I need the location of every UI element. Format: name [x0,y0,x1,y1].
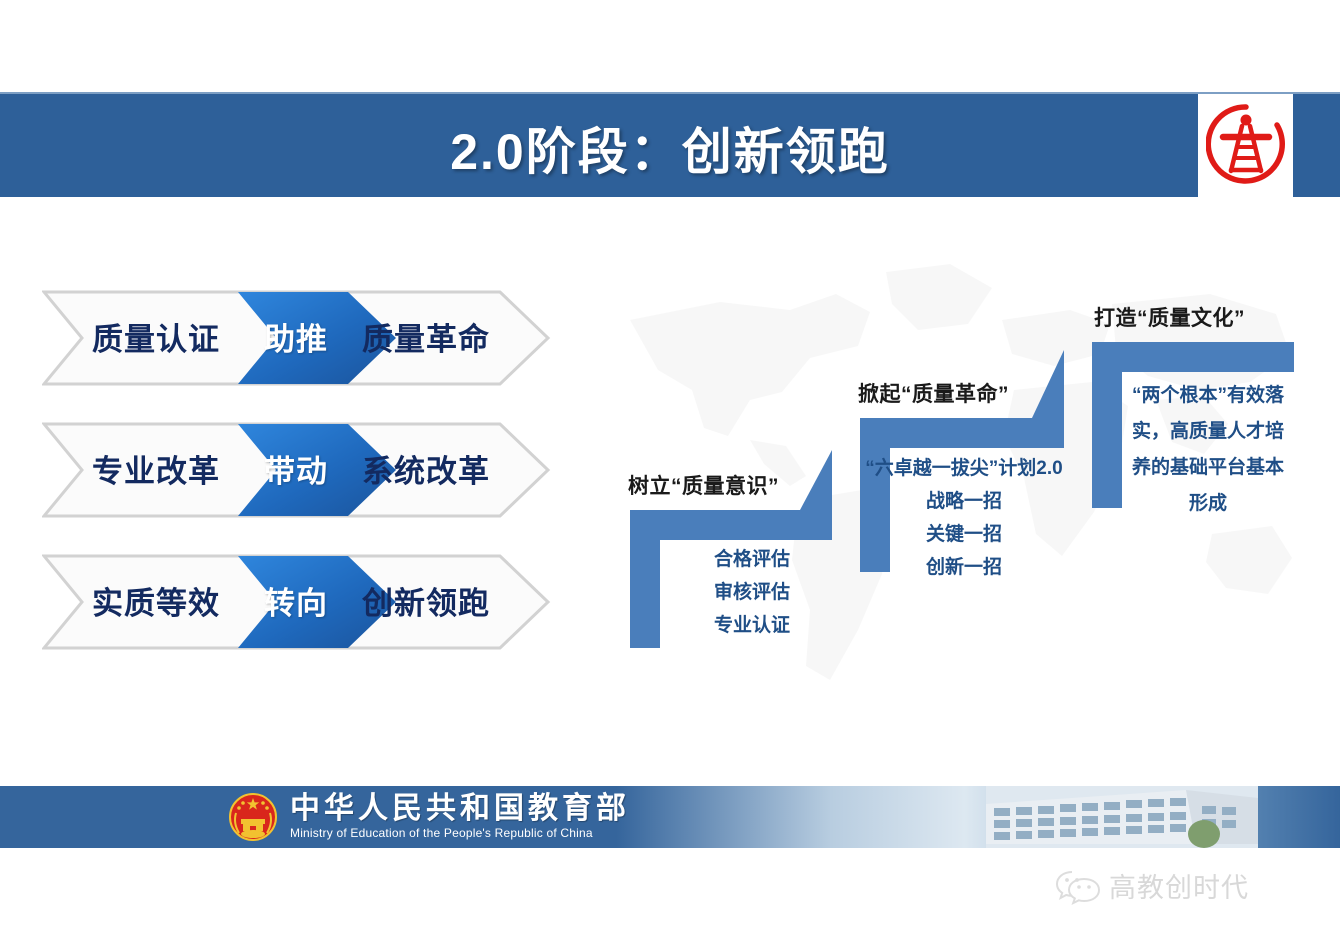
stair-step[interactable]: 打造“质量文化” “两个根本”有效落实，高质量人才培养的基础平台基本形成 [1062,300,1322,565]
chevron-middle-label: 转向 [264,586,328,621]
stair-step-heading: 掀起“质量革命” [858,383,1009,406]
stair-step-item: 战略一招 [925,491,1002,512]
chevron-outline-shape [42,422,551,518]
stair-step-item: 关键一招 [925,524,1002,545]
stair-step-item: 合格评估 [713,549,790,570]
staircase-diagram: 树立“质量意识” 合格评估 审核评估 专业认证 掀起“质量革命” “六卓越一拔尖… [600,300,1320,680]
ministry-name-en: Ministry of Education of the People's Re… [290,826,593,840]
chevron-left-label: 专业改革 [92,454,220,489]
stair-step-items: “两个根本”有效落实，高质量人才培养的基础平台基本形成 [1124,378,1292,522]
header-logo-plate [1198,94,1293,199]
chevron-row[interactable]: 专业改革 带动 系统改革 [42,422,552,518]
stair-step-shape [1092,342,1294,508]
chevron-flow-list: 质量认证 助推 质量革命 专业改革 带动 系统改革 [42,290,562,686]
page-title: 2.0阶段：创新领跑 [450,124,890,180]
stair-step-item: 审核评估 [713,582,790,603]
stair-step-item: 专业认证 [713,615,790,636]
stair-step-shape [860,350,1064,572]
stair-step[interactable]: 树立“质量意识” 合格评估 审核评估 专业认证 [600,300,860,665]
wechat-icon [1055,870,1101,905]
ministry-name-cn: 中华人民共和国教育部 [290,792,630,825]
chevron-middle-label: 带动 [264,454,328,489]
china-national-emblem-icon [229,793,277,841]
stair-step-items: 合格评估 审核评估 专业认证 [662,543,842,642]
header-banner: 2.0阶段：创新领跑 [0,92,1340,199]
stair-step-items: “六卓越一拔尖”计划2.0 战略一招 关键一招 创新一招 [854,452,1074,584]
wechat-watermark-text: 高教创时代 [1109,873,1249,903]
chevron-left-label: 实质等效 [92,586,220,621]
chevron-row[interactable]: 质量认证 助推 质量革命 [42,290,552,386]
moe-engineering-accreditation-logo-icon [1205,104,1285,184]
ministry-branding: 中华人民共和国教育部 Ministry of Education of the … [228,791,630,843]
stair-step-item: “两个根本”有效落实，高质量人才培养的基础平台基本形成 [1131,385,1284,514]
footer-bar: 中华人民共和国教育部 Ministry of Education of the … [0,783,1340,851]
stair-step[interactable]: 掀起“质量革命” “六卓越一拔尖”计划2.0 战略一招 关键一招 创新一招 [830,300,1100,635]
ministry-building-photo [986,786,1258,848]
chevron-middle-label: 助推 [264,322,328,357]
chevron-right-label: 系统改革 [362,454,490,489]
chevron-left-label: 质量认证 [92,322,220,357]
chevron-outline-shape [42,290,551,386]
chevron-outline-shape [42,554,551,650]
wechat-watermark: 高教创时代 [1055,866,1249,905]
stair-step-shape [630,450,832,648]
stair-step-item: “六卓越一拔尖”计划2.0 [865,458,1063,479]
stair-step-heading: 打造“质量文化” [1094,307,1245,330]
chevron-right-label: 创新领跑 [362,586,490,621]
chevron-right-label: 质量革命 [362,322,490,357]
stair-step-item: 创新一招 [925,557,1002,578]
chevron-row[interactable]: 实质等效 转向 创新领跑 [42,554,552,650]
stair-step-heading: 树立“质量意识” [628,475,779,498]
